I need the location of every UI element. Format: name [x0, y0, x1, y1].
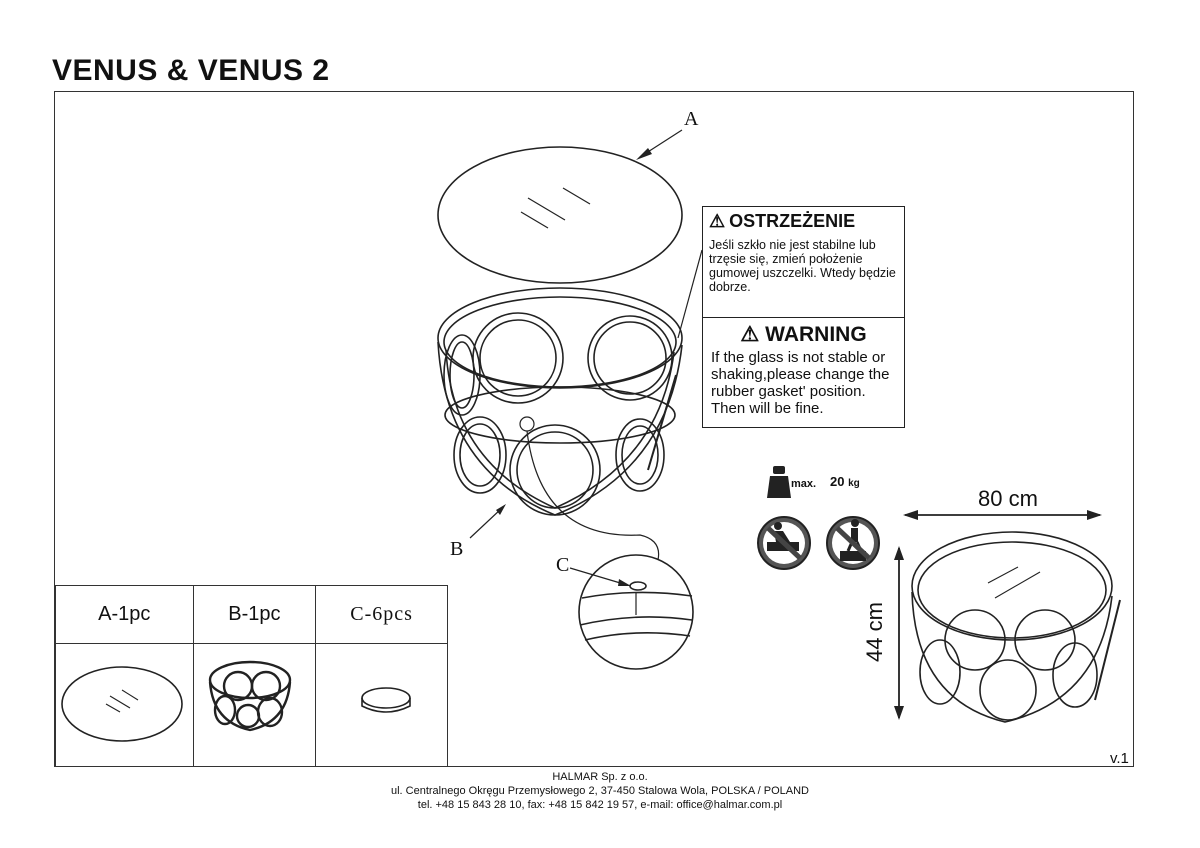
warning-english: ⚠ WARNING If the glass is not stable or …: [703, 318, 904, 421]
warning-box: ⚠ OSTRZEŻENIE Jeśli szkło nie jest stabi…: [702, 206, 905, 428]
glass-top-drawing: [437, 129, 683, 284]
part-c-label: C-6pcs: [315, 585, 448, 644]
warning-triangle-icon: ⚠: [709, 211, 726, 231]
max-load-unit: kg: [848, 478, 860, 489]
part-c-image: [315, 643, 448, 767]
warning-polish: ⚠ OSTRZEŻENIE Jeśli szkło nie jest stabi…: [703, 207, 904, 318]
warning-pl-heading: OSTRZEŻENIE: [729, 211, 856, 231]
footer-contact: tel. +48 15 843 28 10, fax: +48 15 842 1…: [417, 799, 783, 811]
warning-triangle-icon: ⚠: [740, 323, 760, 346]
max-load-label: max.: [791, 478, 817, 490]
drawing-frame: [54, 91, 1134, 767]
footer-address: ul. Centralnego Okręgu Przemysłowego 2, …: [390, 785, 809, 797]
no-standing-icon: [826, 516, 880, 570]
no-sitting-icon: [757, 516, 811, 570]
parts-table: A-1pc B-1pc C-6pcs: [55, 585, 448, 767]
height-dimension: 44 cm: [862, 602, 887, 662]
label-a: A: [684, 108, 699, 130]
part-b-image: [192, 643, 317, 767]
version-label: v.1: [1110, 750, 1129, 767]
footer: HALMAR Sp. z o.o. ul. Centralnego Okręgu…: [0, 770, 1200, 812]
weight-icon: [767, 466, 791, 498]
width-dimension: 80 cm: [978, 486, 1038, 511]
label-b: B: [450, 538, 464, 560]
footer-company: HALMAR Sp. z o.o.: [552, 771, 648, 783]
warning-en-heading: WARNING: [765, 322, 867, 346]
max-load-value: 20 kg: [830, 474, 860, 489]
part-a-image: [55, 643, 194, 767]
page-title: VENUS & VENUS 2: [52, 54, 330, 87]
part-a-label: A-1pc: [55, 585, 194, 644]
dimension-drawing: [894, 510, 1121, 723]
gasket-detail-drawing: [569, 554, 694, 670]
warning-pl-text: Jeśli szkło nie jest stabilne lub trzęsi…: [709, 238, 896, 294]
frame-drawing: [437, 249, 703, 561]
part-b-label: B-1pc: [192, 585, 317, 644]
label-c: C: [556, 554, 570, 576]
warning-en-text: If the glass is not stable or shaking,pl…: [711, 349, 890, 417]
max-load-number: 20: [830, 474, 845, 489]
